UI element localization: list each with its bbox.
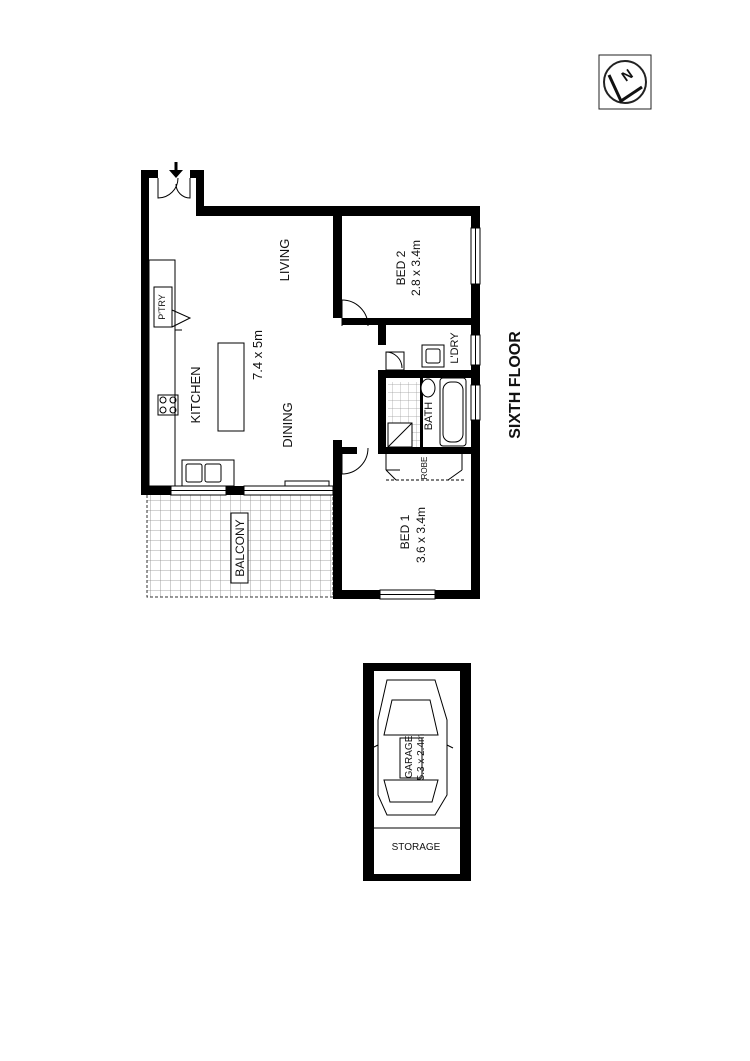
garage-label: GARAGE <box>404 735 415 778</box>
windows <box>170 227 481 600</box>
storage-label: STORAGE <box>392 842 441 853</box>
kitchen-fixtures <box>148 259 245 487</box>
north-arrow-icon: N <box>598 54 652 110</box>
bed1-size: 3.6 x 3.4m <box>414 507 428 563</box>
robe-label: ROBE <box>420 457 429 480</box>
garage <box>363 663 471 881</box>
garage-size: 5.3 x 2.4m <box>416 734 427 781</box>
bath-label: BATH <box>423 402 435 431</box>
kitchen-label: KITCHEN <box>188 366 203 423</box>
bed2-label: BED 2 <box>394 250 408 285</box>
pantry-label: P'TRY <box>157 294 167 320</box>
balcony-label-box: BALCONY <box>230 512 249 584</box>
laundry-label: L'DRY <box>449 332 461 364</box>
entry-arrow-icon <box>169 162 183 178</box>
car-icon <box>371 679 454 816</box>
dining-label: DINING <box>280 402 295 448</box>
balcony-label: BALCONY <box>233 519 247 576</box>
living-dining-size: 7.4 x 5m <box>250 330 265 380</box>
bed2-size: 2.8 x 3.4m <box>409 240 423 296</box>
floor-title: SIXTH FLOOR <box>507 331 524 439</box>
bath-fixtures <box>385 344 467 448</box>
bed1-label: BED 1 <box>398 514 412 549</box>
living-label: LIVING <box>277 239 292 282</box>
doors <box>157 177 466 481</box>
